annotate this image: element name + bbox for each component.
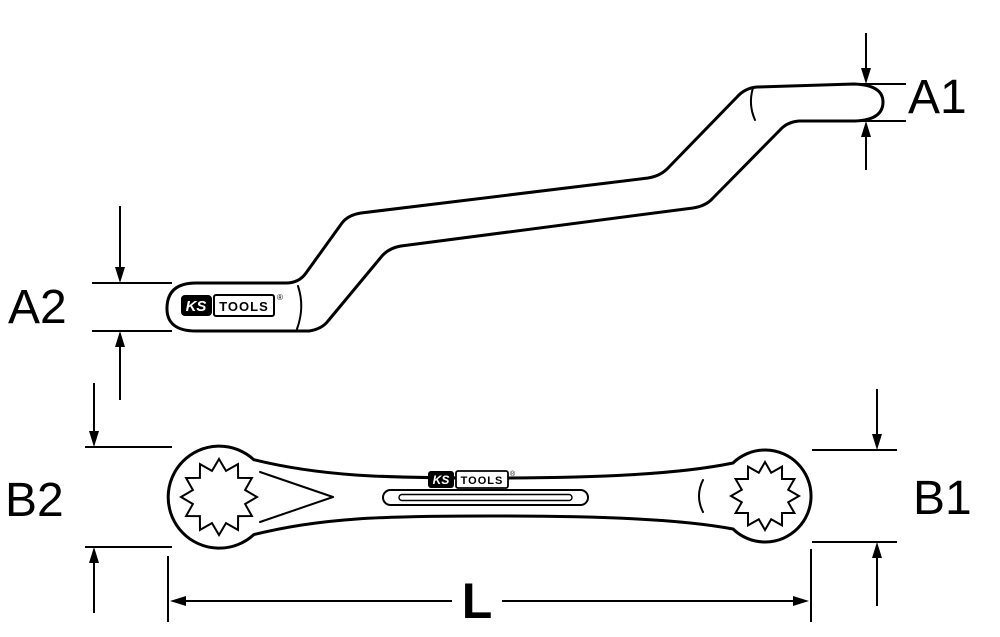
logo-ks-text: KS (186, 298, 207, 315)
dimension-l: L (167, 549, 812, 629)
dimension-a1: A1 (845, 33, 967, 170)
handle-slot-outer (382, 489, 589, 506)
arrowhead-right (793, 596, 809, 606)
dimension-b2: B2 (5, 383, 172, 613)
logo-tools-box (455, 470, 509, 489)
arrowhead-up (861, 121, 871, 137)
right-head-bore-line (749, 87, 756, 121)
arrowhead-down (115, 267, 125, 283)
side-view-outline (165, 82, 885, 333)
arrowhead-down (89, 431, 99, 447)
logo-tools-text: TOOLS (219, 299, 269, 314)
dimension-label-a2: A2 (8, 281, 67, 334)
label-background (452, 578, 502, 624)
logo-tools-text: TOOLS (461, 475, 504, 487)
arrowhead-up (89, 547, 99, 563)
logo-ks-box (181, 295, 212, 316)
arrowhead-down (861, 68, 871, 84)
dimension-label-l: L (462, 573, 493, 629)
arrowhead-down (872, 434, 882, 450)
left-head-bore-line (296, 285, 303, 330)
logo-registered-mark: ® (510, 470, 516, 478)
dimension-label-b1: B1 (913, 472, 972, 525)
left-neck-gusset-line-top (259, 471, 334, 498)
right-neck-transition-line (698, 479, 704, 513)
left-neck-gusset-line-bottom (259, 496, 334, 523)
logo-ks-box (428, 471, 454, 488)
logo-ks-text: KS (433, 473, 450, 487)
arrowhead-up (115, 331, 125, 347)
dimension-b1: B1 (812, 389, 972, 606)
arrowhead-left (170, 596, 186, 606)
logo-tools-box (213, 294, 275, 317)
side-view-wrench: KS TOOLS ® (165, 82, 885, 333)
right-ring-star-opening (728, 459, 802, 533)
dimension-label-b2: B2 (5, 474, 64, 527)
logo-registered-mark: ® (277, 293, 283, 302)
ks-tools-logo-side-view: KS TOOLS ® (181, 293, 283, 317)
arrowhead-up (872, 542, 882, 558)
dimension-a2: A2 (8, 206, 172, 400)
left-ring-star-opening (179, 457, 259, 537)
ks-tools-logo-plan-view: KS TOOLS ® (428, 470, 516, 489)
plan-view-wrench: KS TOOLS ® (166, 444, 813, 550)
handle-slot-inner (398, 493, 573, 502)
dimension-label-a1: A1 (908, 71, 967, 124)
